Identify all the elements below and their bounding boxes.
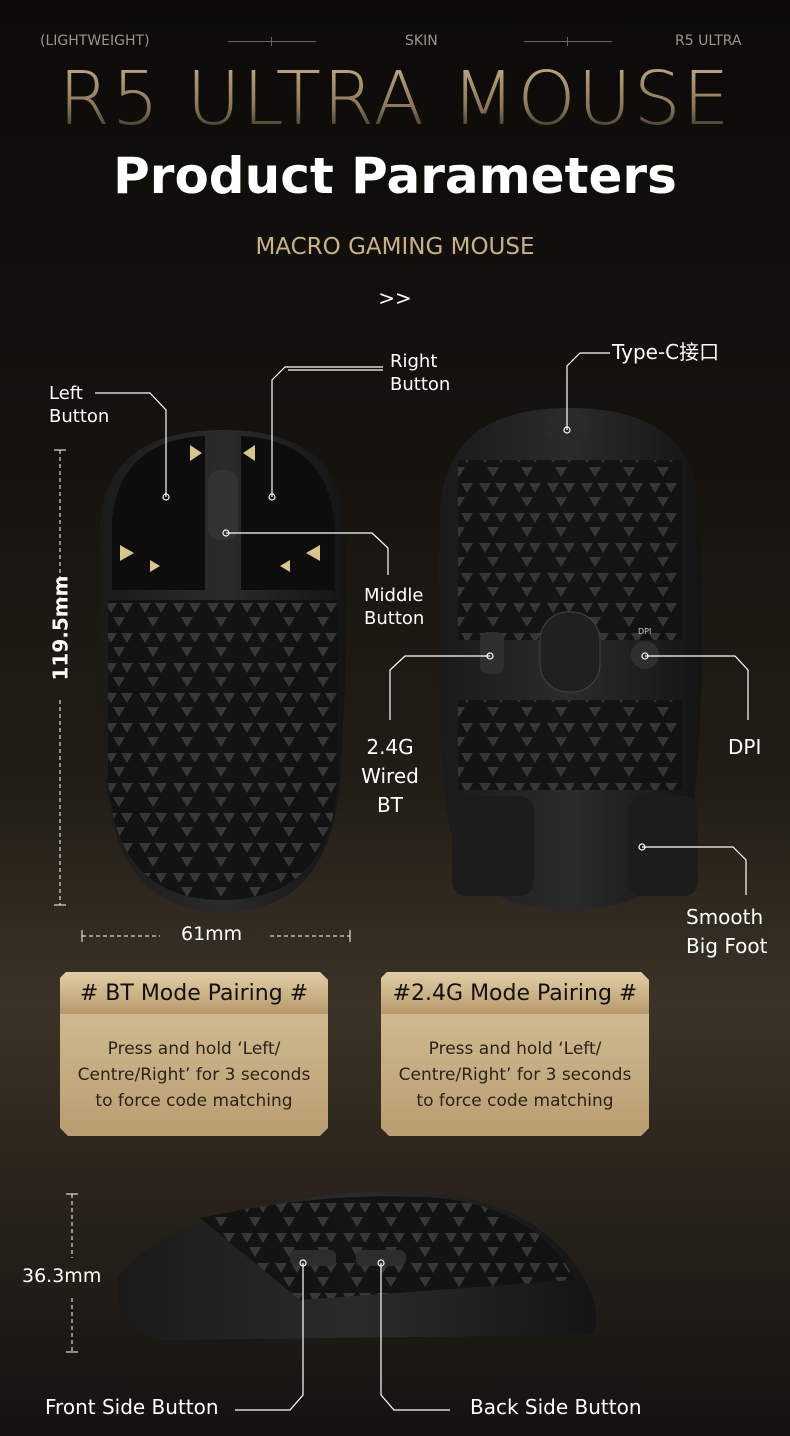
card-line: to force code matching (95, 1091, 293, 1111)
page-title: Product Parameters (113, 147, 677, 205)
card-title: # BT Mode Pairing # (60, 972, 328, 1014)
card-line: to force code matching (416, 1091, 614, 1111)
card-line: Press and hold ‘Left/ (428, 1039, 602, 1059)
nav-divider (524, 37, 612, 46)
leader-lines (95, 352, 749, 1411)
label-dpi: DPI (728, 735, 762, 759)
length-dimension: 119.5mm (48, 575, 73, 681)
nav-r5-ultra: R5 ULTRA (675, 33, 742, 49)
card-24g-pairing: #2.4G Mode Pairing # Press and hold ‘Lef… (381, 972, 649, 1136)
dimension-lines (59, 450, 350, 1352)
label-back-side-button: Back Side Button (470, 1395, 642, 1419)
nav-divider (228, 37, 316, 46)
card-line: Press and hold ‘Left/ (107, 1039, 281, 1059)
dpi-button-label: DPI (638, 627, 651, 636)
card-line: Centre/Right’ for 3 seconds (77, 1065, 311, 1085)
height-dimension: 36.3mm (22, 1265, 102, 1288)
label-typec: Type-C接口 (612, 340, 720, 364)
width-dimension: 61mm (181, 923, 243, 945)
nav-lightweight: (LIGHTWEIGHT) (40, 33, 150, 49)
background-title: R5 ULTRA MOUSE (0, 56, 790, 142)
mouse-top-view (100, 430, 347, 912)
mouse-bottom-view: DPI (438, 408, 702, 910)
card-title: #2.4G Mode Pairing # (381, 972, 649, 1014)
mouse-side-view (118, 1191, 597, 1340)
nav-skin: SKIN (405, 33, 438, 49)
subtitle: MACRO GAMING MOUSE (255, 234, 535, 260)
card-line: Centre/Right’ for 3 seconds (398, 1065, 632, 1085)
arrows: >> (378, 286, 412, 310)
label-front-side-button: Front Side Button (45, 1395, 219, 1419)
card-bt-pairing: # BT Mode Pairing # Press and hold ‘Left… (60, 972, 328, 1136)
